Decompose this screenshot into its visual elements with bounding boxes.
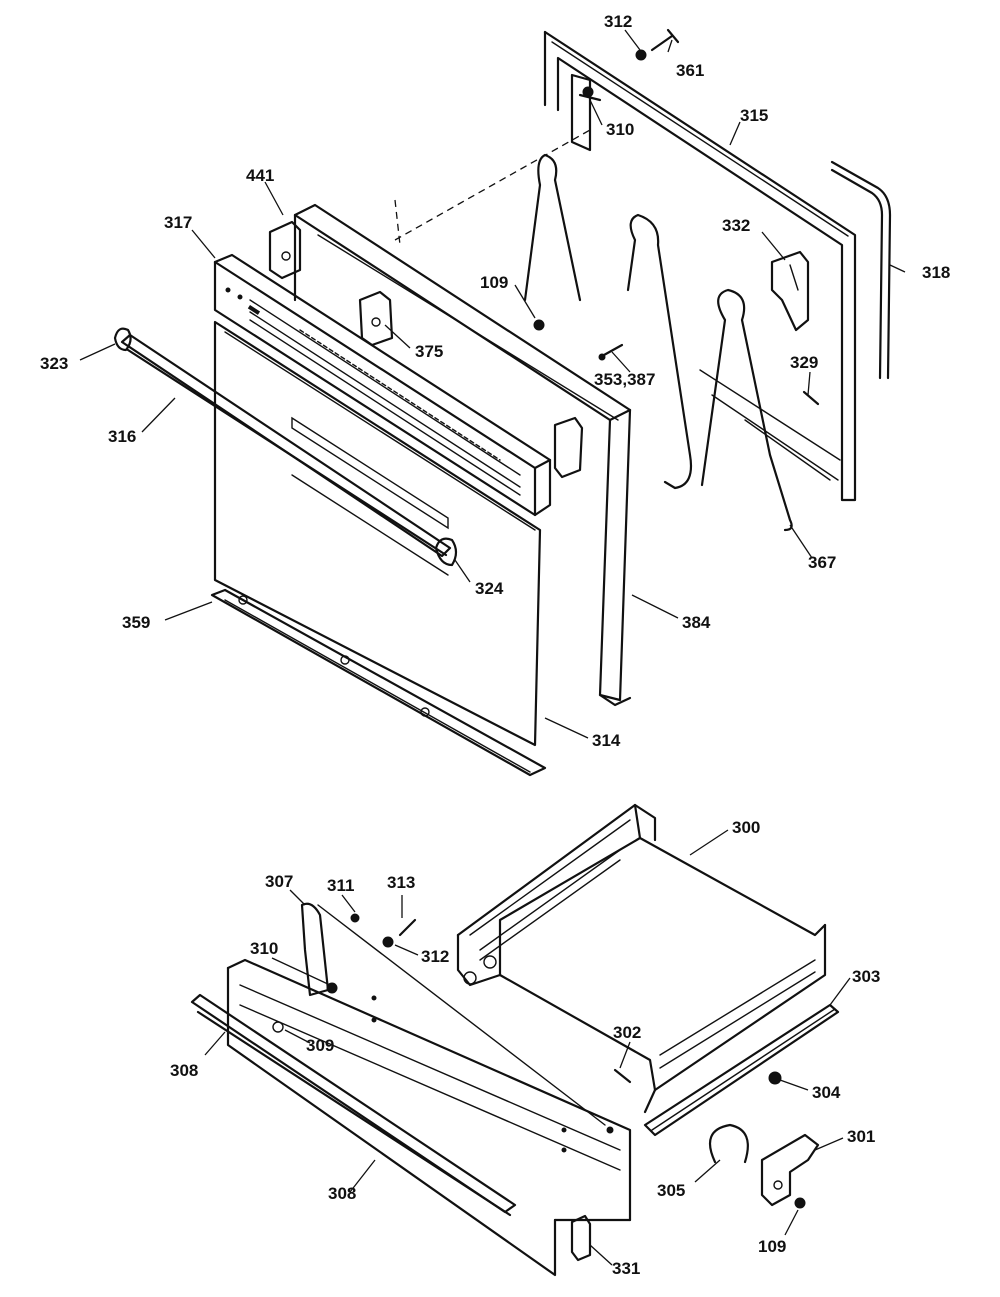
callout-310-top: 310 — [606, 120, 634, 139]
callout-labels: 312 361 310 315 441 317 109 332 318 375 … — [40, 12, 950, 1278]
callout-313: 313 — [387, 873, 415, 892]
callout-324: 324 — [475, 579, 504, 598]
callout-384: 384 — [682, 613, 711, 632]
callout-310-bottom: 310 — [250, 939, 278, 958]
hinge-bracket-441 — [268, 220, 302, 280]
callout-331: 331 — [612, 1259, 640, 1278]
bottom-trim-359 — [210, 588, 547, 777]
door-frame-384 — [293, 203, 632, 707]
bracket-375 — [358, 290, 394, 347]
door-panel-314 — [213, 320, 542, 747]
callout-109-top: 109 — [480, 273, 508, 292]
drawer-bracket-307 — [300, 902, 606, 1126]
callout-311: 311 — [327, 876, 354, 895]
callout-307: 307 — [265, 872, 293, 891]
nut-310 — [326, 982, 338, 994]
screw-329 — [802, 390, 820, 406]
callout-315: 315 — [740, 106, 768, 125]
callout-361: 361 — [676, 61, 704, 80]
drawer-handle-308 — [190, 993, 517, 1217]
washer-109-upper — [533, 319, 545, 331]
callout-316: 316 — [108, 427, 136, 446]
callout-302: 302 — [613, 1023, 641, 1042]
vent-trim-317 — [213, 253, 552, 517]
leader-lines — [79, 29, 906, 1266]
washer-312 — [382, 936, 394, 948]
drawer-rail-303 — [643, 1003, 840, 1137]
drawer-front-308 — [226, 958, 632, 1277]
hinge-pin-310 — [570, 73, 602, 152]
hinge-arms — [523, 153, 793, 532]
callout-353-387: 353,387 — [594, 370, 655, 389]
alignment-line — [394, 129, 591, 241]
door-gasket-318 — [830, 160, 892, 380]
callout-323: 323 — [40, 354, 68, 373]
callout-375: 375 — [415, 342, 443, 361]
callout-367: 367 — [808, 553, 836, 572]
callout-329: 329 — [790, 353, 818, 372]
end-cap-324 — [434, 537, 458, 567]
side-bracket-right — [553, 416, 584, 479]
hinge-plate-301 — [760, 1133, 820, 1207]
callout-308-left: 308 — [170, 1061, 198, 1080]
clip-305 — [708, 1123, 749, 1164]
callout-304: 304 — [812, 1083, 841, 1102]
door-handle-316 — [120, 333, 452, 558]
washer-304 — [768, 1071, 782, 1085]
drawer-body-300 — [456, 803, 827, 1114]
fastener-309 — [272, 1021, 284, 1033]
door-inner-panel-315 — [543, 30, 857, 502]
end-cap-323 — [113, 327, 132, 352]
screw-311 — [350, 913, 360, 923]
screw-353 — [598, 343, 624, 361]
screw-313 — [398, 918, 417, 937]
callout-301: 301 — [847, 1127, 875, 1146]
callout-308-bottom: 308 — [328, 1184, 356, 1203]
callout-332: 332 — [722, 216, 750, 235]
washer-109-lower — [794, 1197, 806, 1209]
callout-314: 314 — [592, 731, 621, 750]
callout-109-bottom: 109 — [758, 1237, 786, 1256]
callout-309: 309 — [306, 1036, 334, 1055]
callout-300: 300 — [732, 818, 760, 837]
callout-359: 359 — [122, 613, 150, 632]
callout-318: 318 — [922, 263, 950, 282]
callout-441: 441 — [246, 166, 274, 185]
callout-305: 305 — [657, 1181, 685, 1200]
bracket-331 — [570, 1214, 592, 1262]
bracket-332 — [770, 250, 810, 332]
callout-312-bottom: 312 — [421, 947, 449, 966]
callout-317: 317 — [164, 213, 192, 232]
screw-302 — [613, 1068, 632, 1084]
callout-312-top: 312 — [604, 12, 632, 31]
callout-303: 303 — [852, 967, 880, 986]
screw-361 — [635, 28, 680, 61]
